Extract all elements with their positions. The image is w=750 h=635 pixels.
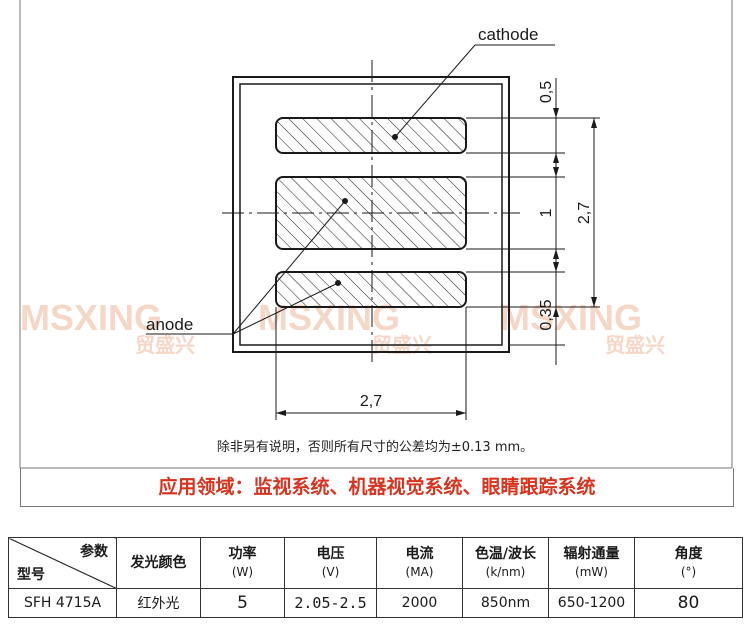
cathode-leader: cathode: [392, 25, 555, 140]
watermark-chinese: 贸盛兴: [605, 333, 665, 357]
header-model: 型号: [17, 567, 45, 583]
header-angle: 角度 (°): [634, 537, 743, 589]
package-body-outer: [232, 76, 510, 353]
table-row: SFH 4715A 红外光 5 2.05-2.5 2000 850nm 650-…: [8, 588, 743, 618]
header-voltage-name: 电压: [316, 546, 345, 562]
dimension-arrows-right: [553, 108, 597, 317]
header-angle-name: 角度: [674, 546, 703, 562]
header-flux: 辐射通量 (mW): [548, 537, 635, 589]
tolerance-note: 除非另有说明，否则所有尺寸的公差均为±0.13 mm。: [216, 440, 534, 455]
header-current: 电流 (MA): [376, 537, 463, 589]
package-body-inner: [239, 83, 503, 346]
table-header-row: 参数 型号 发光颜色 功率 (W) 电压 (V) 电流 (MA) 色温/波长 (…: [8, 537, 743, 589]
package-drawing: MSXING MSXING MSXING 贸盛兴 贸盛兴 贸盛兴 cathode…: [19, 0, 733, 469]
cell-power: 5: [200, 588, 285, 618]
header-voltage: 电压 (V): [284, 537, 377, 589]
spec-table: 参数 型号 发光颜色 功率 (W) 电压 (V) 电流 (MA) 色温/波长 (…: [8, 537, 743, 618]
dimension-arrows-bottom: [276, 410, 466, 416]
cell-angle: 80: [634, 588, 743, 618]
dimension-lines-bottom: [275, 307, 467, 420]
watermark-brand: MSXING: [500, 297, 642, 338]
cell-flux: 650-1200: [548, 588, 635, 618]
drawing-frame: [19, 0, 733, 469]
dim-width: 2,7: [360, 393, 382, 410]
cell-color: 红外光: [116, 588, 201, 618]
application-banner: 应用领域：监视系统、机器视觉系统、眼睛跟踪系统: [20, 468, 734, 507]
dim-middle-height: 1: [538, 208, 555, 217]
cathode-label: cathode: [478, 25, 539, 44]
watermark-chinese: 贸盛兴: [135, 333, 195, 357]
header-wavelength: 色温/波长 (k/nm): [462, 537, 549, 589]
dim-pitch: 2,7: [576, 202, 593, 224]
dim-top-gap: 0,5: [538, 81, 555, 103]
cell-current: 2000: [376, 588, 463, 618]
header-param-model: 参数 型号: [8, 537, 117, 589]
header-flux-unit: (mW): [575, 565, 608, 579]
cell-model: SFH 4715A: [8, 588, 117, 618]
cell-wavelength: 850nm: [462, 588, 549, 618]
header-flux-name: 辐射通量: [563, 546, 620, 562]
watermark-brand: MSXING: [20, 297, 162, 338]
cathode-pad: [275, 117, 467, 154]
header-power-unit: (W): [231, 565, 254, 579]
anode-leader: anode: [146, 198, 348, 335]
header-current-name: 电流: [405, 546, 434, 562]
header-angle-unit: (°): [680, 565, 697, 579]
dimension-lines-right: [466, 78, 600, 365]
header-color: 发光颜色: [116, 537, 201, 589]
header-voltage-unit: (V): [321, 565, 340, 579]
header-wavelength-name: 色温/波长: [474, 546, 537, 562]
center-lines: [222, 60, 520, 365]
anode-pad: [275, 271, 467, 308]
header-wavelength-unit: (k/nm): [485, 565, 526, 579]
header-current-unit: (MA): [405, 565, 434, 579]
dim-bottom-gap: 0,35: [538, 299, 555, 330]
cell-voltage: 2.05-2.5: [284, 588, 377, 618]
anode-label: anode: [146, 315, 193, 334]
header-param: 参数: [80, 544, 108, 560]
header-power-name: 功率: [228, 546, 257, 562]
header-power: 功率 (W): [200, 537, 285, 589]
